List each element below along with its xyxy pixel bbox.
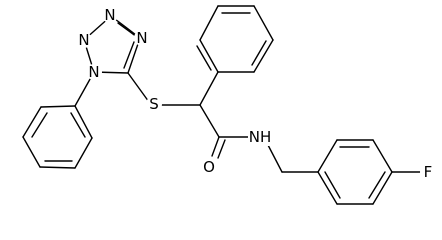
bond (22, 106, 42, 138)
atom-label-group: N N N N S O NH F (76, 6, 436, 181)
c-phenyl-ring (196, 5, 274, 106)
bond (123, 41, 135, 69)
bond (317, 139, 338, 173)
bond (267, 144, 283, 173)
bond (196, 45, 212, 71)
atom-label-n: N (104, 6, 115, 24)
bond (31, 112, 48, 138)
n-phenyl-ring (22, 71, 95, 169)
bond (40, 105, 76, 108)
bond (199, 71, 219, 106)
atom-label-n: N (88, 63, 99, 81)
bond (372, 139, 393, 173)
bond (324, 171, 341, 199)
atom-label-n: N (78, 31, 89, 49)
atom-label-f: F (424, 163, 433, 181)
bond (199, 5, 219, 41)
bond (39, 166, 76, 169)
molecule-structure: N N N N S O NH F (22, 5, 436, 205)
bond (372, 171, 393, 205)
bond (127, 72, 150, 103)
bond (117, 22, 138, 38)
atom-label-n: N (136, 29, 147, 47)
bond (199, 39, 219, 73)
atom-label-o: O (203, 158, 215, 176)
bond (368, 171, 386, 199)
bond (217, 139, 226, 159)
bond (211, 136, 220, 157)
bond (74, 105, 93, 139)
atom-label-s: S (149, 95, 159, 113)
bond (199, 104, 220, 138)
bond (253, 5, 274, 41)
bond (253, 39, 274, 73)
fluorophenyl-ring (317, 139, 421, 205)
bond (317, 171, 338, 205)
bond (70, 112, 86, 138)
atom-label-nh: NH (249, 128, 272, 146)
bond (22, 136, 41, 168)
bond (74, 137, 93, 169)
bond (251, 40, 267, 66)
